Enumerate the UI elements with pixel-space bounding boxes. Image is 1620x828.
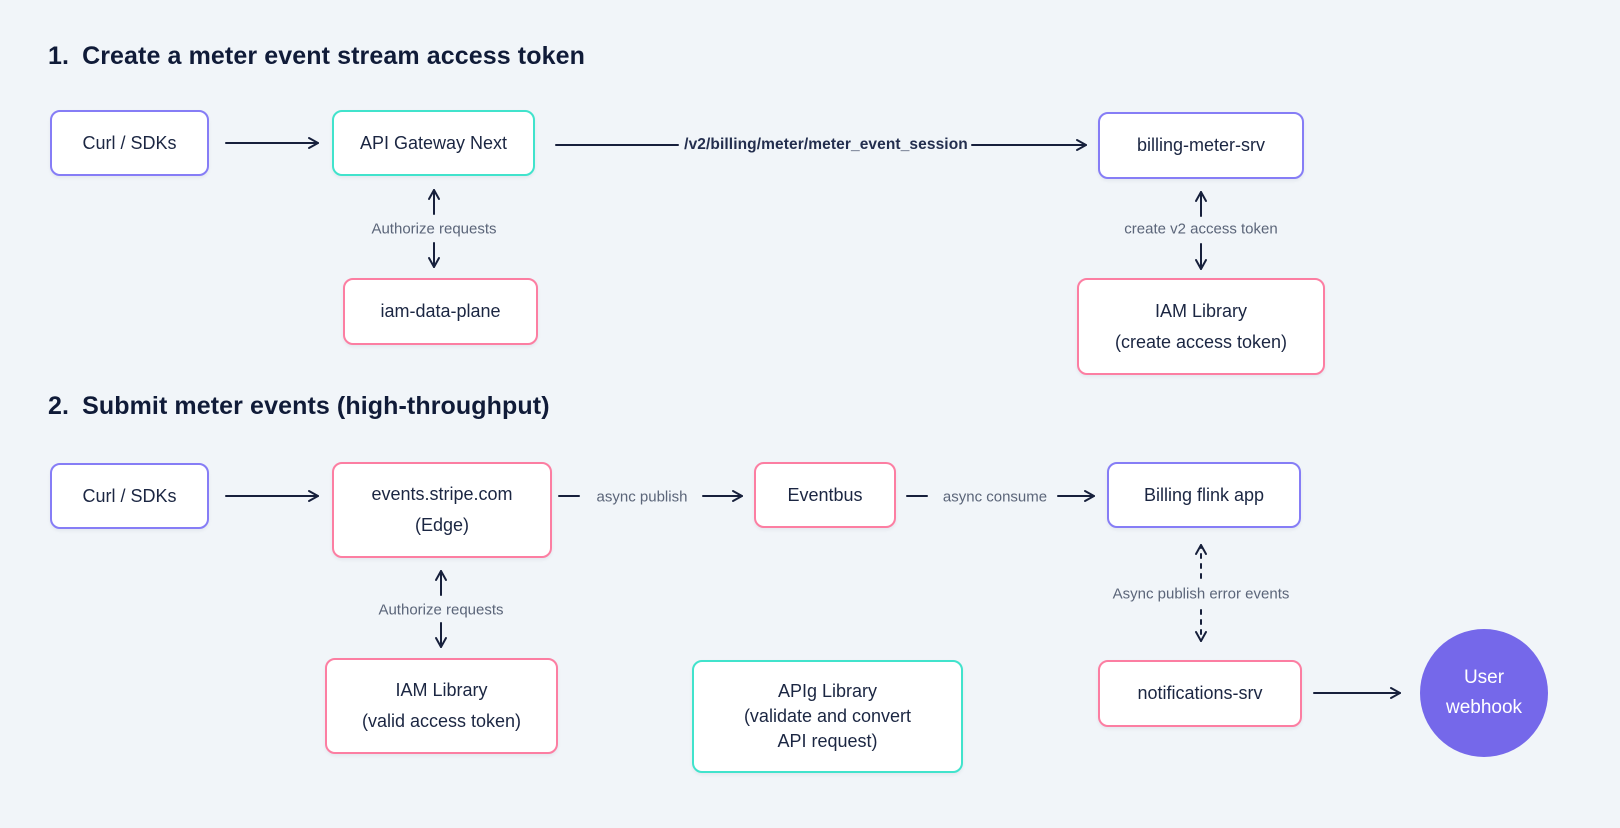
node-label-line2: (valid access token) <box>361 711 522 731</box>
section-1-text: Create a meter event stream access token <box>82 42 585 70</box>
node-notifications-srv: notifications-srv <box>1098 660 1302 727</box>
node-label-line2: webhook <box>1445 697 1523 718</box>
section-1-number: 1. <box>48 42 70 70</box>
node-iam-data-plane: iam-data-plane <box>343 278 538 345</box>
node-label-line1: APIg Library <box>777 680 878 701</box>
node-curl-sdks-2: Curl / SDKs <box>50 463 209 529</box>
node-label-line1: IAM Library <box>395 680 488 701</box>
section-2-text: Submit meter events (high-throughput) <box>82 392 550 420</box>
edge-label-async-publish: async publish <box>596 488 688 506</box>
node-events-stripe-com: events.stripe.com (Edge) <box>332 462 552 558</box>
node-curl-sdks-1: Curl / SDKs <box>50 110 209 176</box>
node-label: iam-data-plane <box>380 301 501 321</box>
node-billing-flink-app: Billing flink app <box>1107 462 1301 528</box>
node-label-line3: API request) <box>777 731 878 752</box>
node-label: notifications-srv <box>1137 683 1263 703</box>
node-apig-library: APIg Library (validate and convert API r… <box>692 660 963 773</box>
node-label: Curl / SDKs <box>82 132 177 153</box>
node-label-line1: User <box>1463 666 1505 688</box>
node-label-line1: IAM Library <box>1154 300 1248 321</box>
node-label: Curl / SDKs <box>82 485 177 506</box>
node-label-line2: (Edge) <box>414 515 470 535</box>
node-api-gateway-next: API Gateway Next <box>332 110 535 176</box>
node-label: API Gateway Next <box>359 132 508 153</box>
edge-label-async-publish-error-events: Async publish error events <box>1112 585 1290 603</box>
section-1-title: 1. Create a meter event stream access to… <box>48 42 585 71</box>
node-iam-library-create: IAM Library (create access token) <box>1077 278 1325 375</box>
section-2-number: 2. <box>48 392 70 420</box>
edge-label-api-path: /v2/billing/meter/meter_event_session <box>684 136 968 153</box>
node-iam-library-valid: IAM Library (valid access token) <box>325 658 558 754</box>
node-label: Eventbus <box>787 484 863 505</box>
edge-label-async-consume: async consume <box>942 488 1048 506</box>
node-label-line1: events.stripe.com <box>371 484 513 505</box>
edge-label-authorize-requests-1: Authorize requests <box>371 220 497 238</box>
node-label: billing-meter-srv <box>1136 135 1266 155</box>
section-2-title: 2. Submit meter events (high-throughput) <box>48 392 550 421</box>
node-eventbus: Eventbus <box>754 462 896 528</box>
edge-label-authorize-requests-2: Authorize requests <box>378 601 504 619</box>
node-billing-meter-srv: billing-meter-srv <box>1098 112 1304 179</box>
edge-label-create-v2-access-token: create v2 access token <box>1124 220 1278 238</box>
node-label-line2: (validate and convert <box>743 705 912 726</box>
node-label-line2: (create access token) <box>1114 331 1288 352</box>
node-label: Billing flink app <box>1143 484 1265 505</box>
node-user-webhook: User webhook <box>1420 629 1548 757</box>
